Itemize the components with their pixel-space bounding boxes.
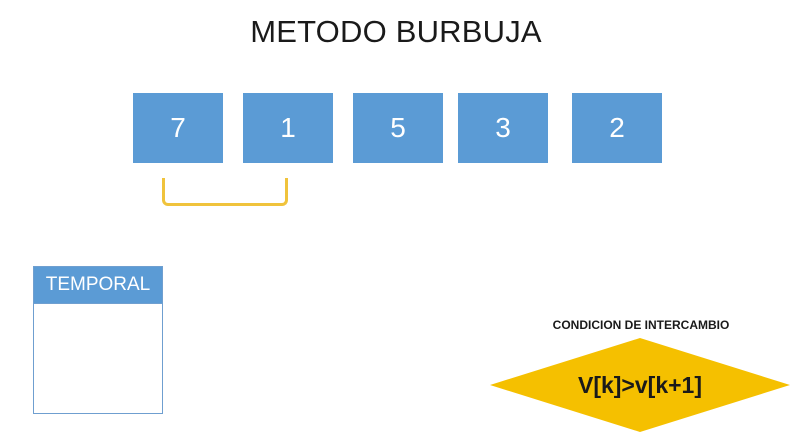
array-cell-1: 1 [243, 93, 333, 163]
diagram-title: METODO BURBUJA [250, 14, 542, 49]
comparison-bracket [162, 178, 288, 206]
temporal-box: TEMPORAL [33, 266, 163, 414]
condition-expression: V[k]>v[k+1] [577, 371, 702, 398]
array-cell-2: 5 [353, 93, 443, 163]
array-cell-4: 2 [572, 93, 662, 163]
condition-label: CONDICION DE INTERCAMBIO [552, 318, 730, 332]
array-cell-0: 7 [133, 93, 223, 163]
diamond-shape [490, 338, 790, 432]
condition-diamond: V[k]>v[k+1] [490, 338, 790, 432]
temporal-label: TEMPORAL [34, 267, 162, 304]
array-cell-3: 3 [458, 93, 548, 163]
